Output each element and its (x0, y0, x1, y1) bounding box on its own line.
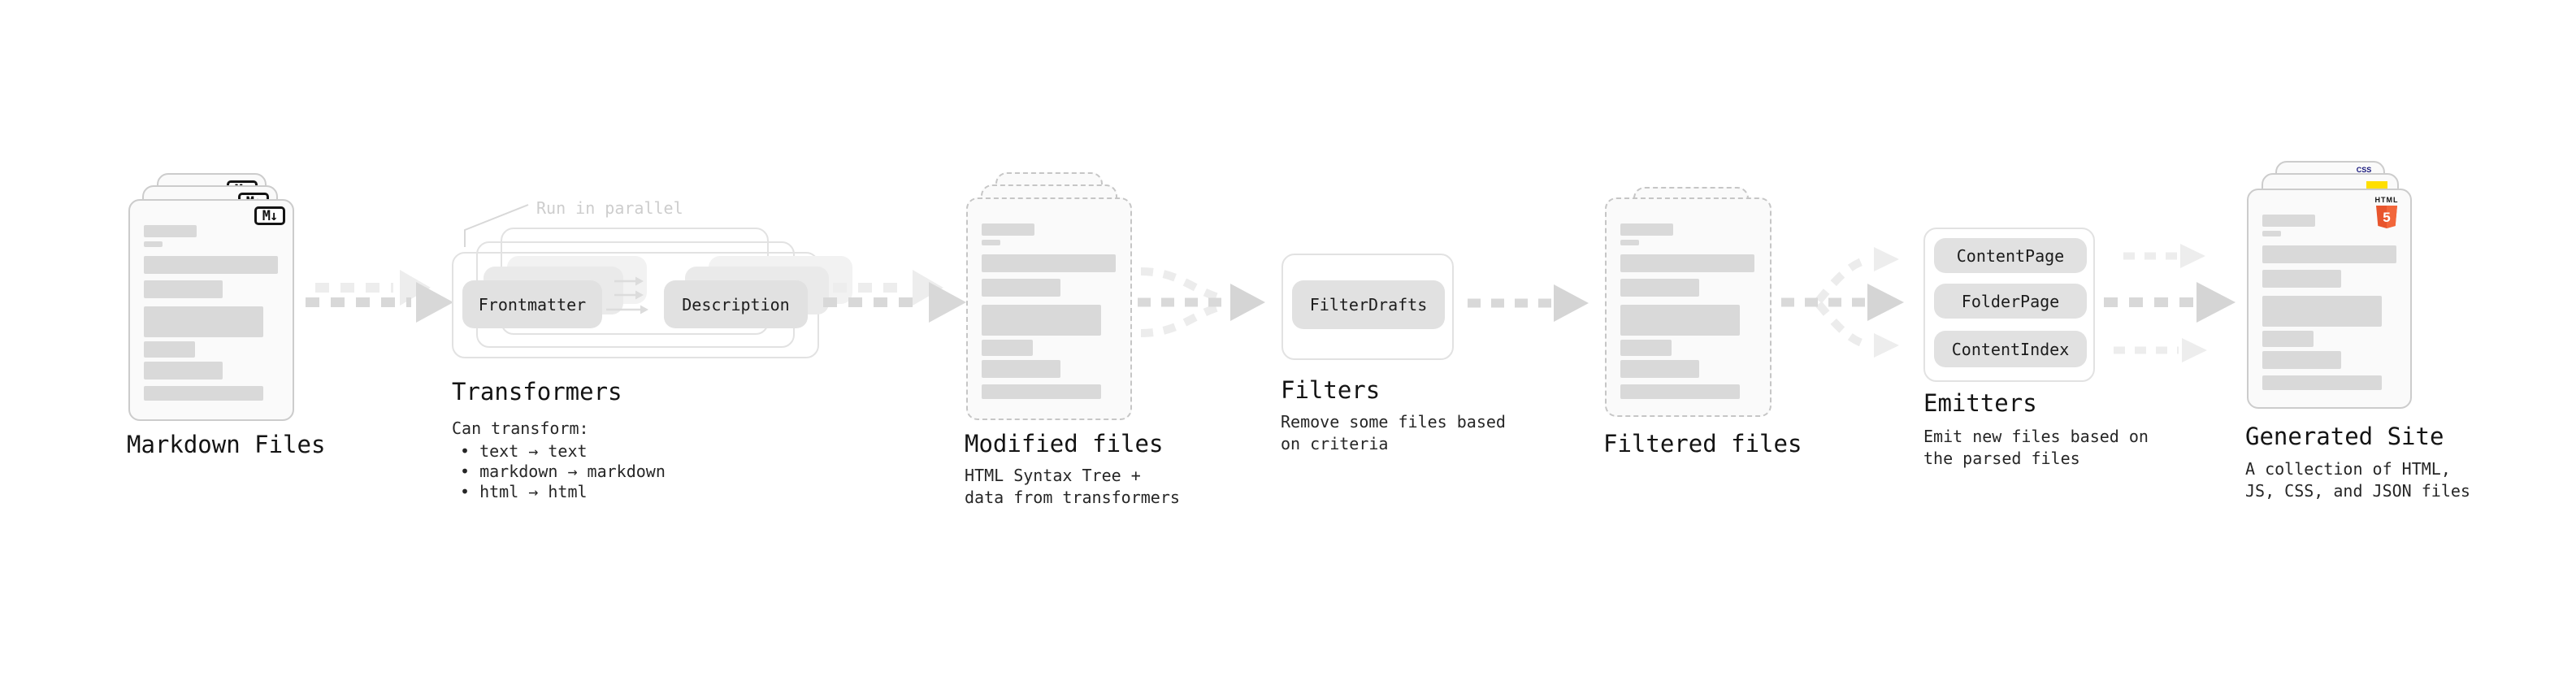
transformers-bullet: • markdown → markdown (460, 462, 666, 481)
html5-icon: HTML 5 (2375, 196, 2399, 228)
emitters-frame (1923, 228, 2095, 382)
doc-line-bar (144, 241, 163, 247)
description-pill: Description (664, 280, 808, 328)
doc-line-bar (1620, 240, 1639, 245)
filters-frame (1281, 254, 1454, 360)
transformers-bullet-list: • text → text • markdown → markdown • ht… (460, 441, 666, 502)
filterdrafts-pill: FilterDrafts (1292, 280, 1445, 329)
filters-desc: Remove some files based on criteria (1281, 412, 1506, 453)
doc-line-bar (1620, 223, 1673, 236)
html5-icon-label: HTML (2375, 196, 2399, 204)
generated-site-desc: A collection of HTML, JS, CSS, and JSON … (2245, 459, 2470, 501)
emitter-pill-folderpage: FolderPage (1934, 284, 2087, 319)
modified-file-card-front (966, 197, 1132, 420)
doc-line-bar (982, 279, 1060, 297)
transformers-title: Transformers (452, 378, 622, 406)
arrow-transformers-to-modified (823, 270, 966, 323)
transformers-bullet: • text → text (460, 441, 588, 461)
filters-title: Filters (1281, 376, 1381, 404)
arrows-emitters-to-generated (2104, 244, 2236, 362)
document-content-placeholder (144, 225, 279, 401)
markdown-file-card-front: M↓ (128, 199, 294, 421)
doc-line-bar (982, 360, 1060, 378)
frontmatter-pill: Frontmatter (462, 280, 602, 328)
transformers-bullet: • html → html (460, 482, 588, 501)
doc-line-bar (1620, 360, 1699, 378)
doc-line-bar (982, 240, 1000, 245)
doc-line-bar (144, 362, 223, 380)
doc-line-bar (1620, 340, 1672, 356)
doc-line-bar (2262, 351, 2341, 369)
document-content-placeholder (1620, 223, 1756, 399)
doc-line-bar (2262, 270, 2341, 288)
filtered-file-card-front (1605, 197, 1772, 417)
doc-line-bar (982, 384, 1101, 399)
generated-site-title: Generated Site (2245, 423, 2444, 450)
filtered-files-title: Filtered files (1603, 430, 1802, 458)
emitter-pill-contentpage: ContentPage (1934, 238, 2087, 273)
doc-line-bar (2262, 331, 2314, 347)
doc-line-bar (144, 225, 197, 237)
arrow-filtered-to-emitters-split (1781, 247, 1904, 358)
arrow-modified-to-filters-merge (1138, 267, 1265, 337)
emitters-title: Emitters (1923, 389, 2037, 417)
doc-line-bar (982, 305, 1101, 336)
modified-files-desc: HTML Syntax Tree + data from transformer… (965, 466, 1180, 507)
modified-files-title: Modified files (965, 430, 1164, 458)
html5-icon-number: 5 (2383, 210, 2390, 225)
html5-shield-highlight (2387, 206, 2397, 228)
run-in-parallel-note: Run in parallel (536, 198, 683, 218)
doc-line-bar (144, 386, 263, 401)
doc-line-bar (982, 340, 1033, 356)
doc-line-bar (1620, 279, 1699, 297)
doc-line-bar (144, 306, 263, 337)
doc-line-bar (2262, 296, 2382, 327)
generated-site-card-front: HTML 5 (2247, 189, 2412, 409)
emitter-pill-contentindex: ContentIndex (1934, 331, 2087, 367)
doc-line-bar (2262, 375, 2382, 390)
transformer-step-arrows (606, 276, 648, 314)
doc-line-bar (2262, 245, 2396, 263)
doc-line-bar (982, 223, 1034, 236)
doc-line-bar (1620, 384, 1740, 399)
doc-line-bar (2262, 215, 2315, 227)
css-icon-label: CSS (2356, 166, 2372, 174)
transformers-desc-title: Can transform: (452, 419, 589, 438)
markdown-files-title: Markdown Files (127, 431, 326, 458)
doc-line-bar (144, 280, 223, 298)
doc-line-bar (1620, 254, 1754, 272)
markdown-icon: M↓ (254, 206, 285, 225)
doc-line-bar (144, 256, 278, 274)
doc-line-bar (144, 341, 195, 358)
arrow-filters-to-filtered (1468, 284, 1589, 322)
doc-line-bar (1620, 305, 1740, 336)
emitters-desc: Emit new files based on the parsed files (1923, 427, 2149, 468)
arrow-markdown-to-transformers (306, 270, 453, 323)
run-in-parallel-connector (464, 204, 529, 247)
document-content-placeholder (982, 223, 1117, 399)
document-content-placeholder (2262, 215, 2396, 390)
doc-line-bar (2262, 231, 2281, 236)
doc-line-bar (982, 254, 1116, 272)
